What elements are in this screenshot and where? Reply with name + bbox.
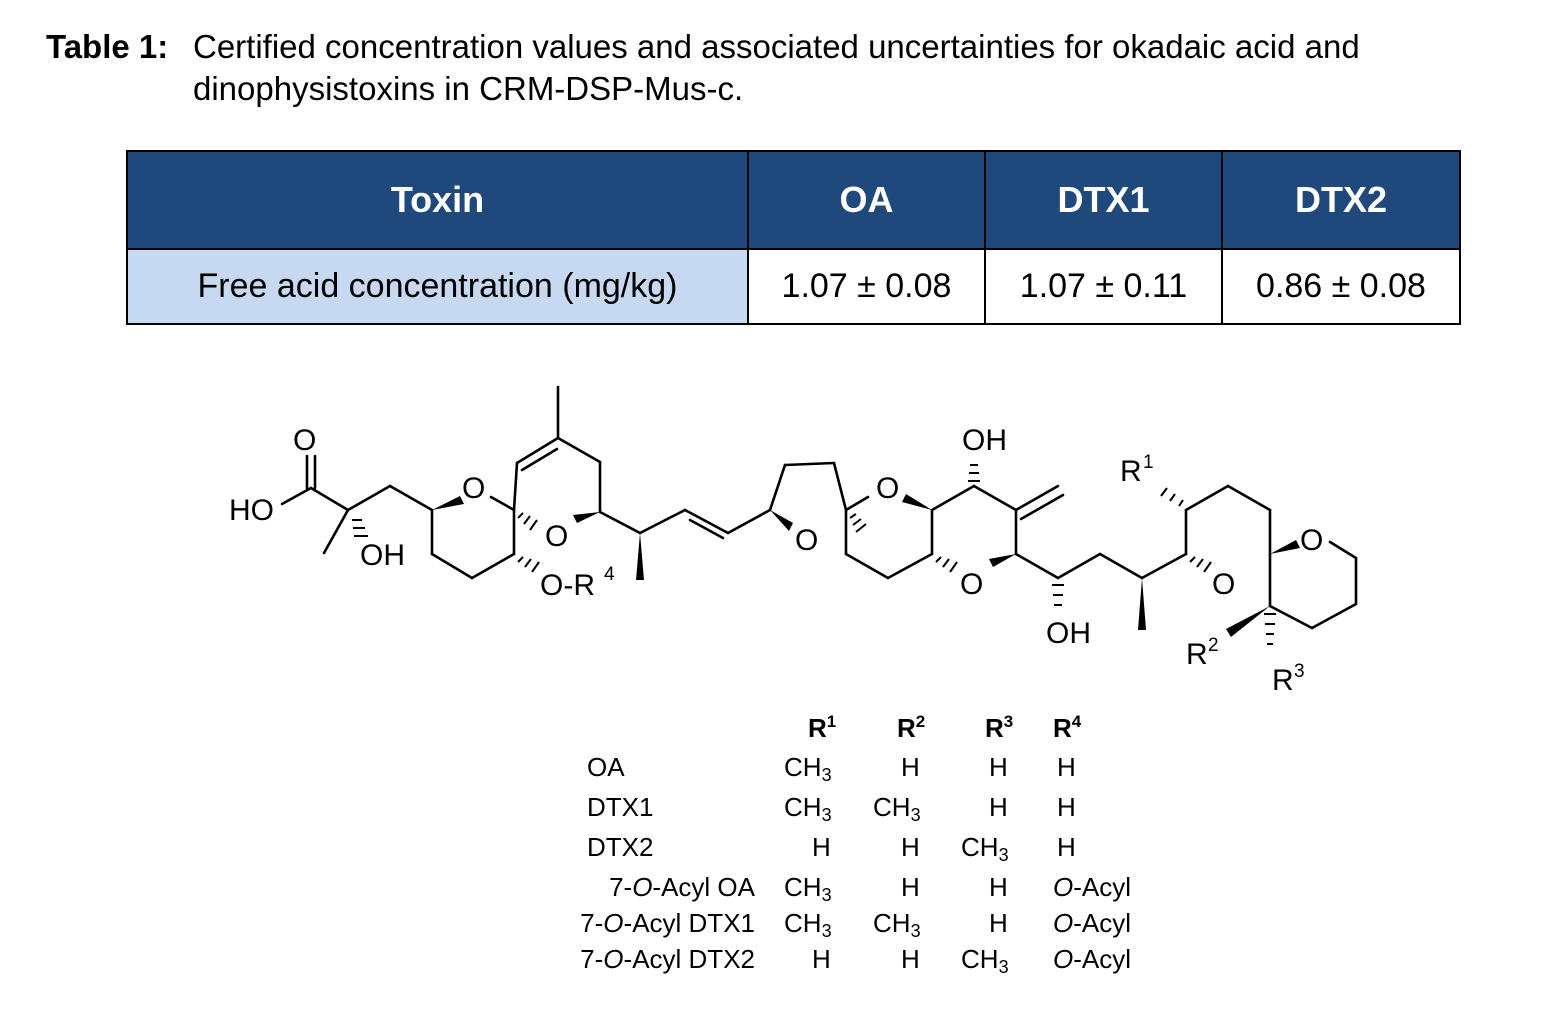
concentration-table: Toxin OA DTX1 DTX2 Free acid concentrati… — [126, 150, 1461, 325]
label-o-ring1: O — [462, 472, 485, 505]
table-header-row: Toxin OA DTX1 DTX2 — [126, 150, 1461, 250]
sub-cell: H — [901, 752, 920, 782]
label-o-ring6: O — [1300, 524, 1323, 557]
sub-cell: CH3 — [784, 792, 832, 825]
structure-atom-labels: O HO OH O O O-R 4 O O OH O OH R 1 O O R … — [229, 424, 1323, 697]
label-r3: R — [1272, 664, 1294, 697]
sub-cell: CH3 — [784, 752, 832, 785]
label-o-ring3: O — [876, 472, 899, 505]
label-o-ring4: O — [960, 568, 983, 601]
sub-cell: H — [989, 908, 1008, 938]
sub-cell: H — [989, 872, 1008, 902]
table-row: Free acid concentration (mg/kg) 1.07 ± 0… — [126, 248, 1461, 325]
value-oa: 1.07 ± 0.08 — [747, 248, 986, 325]
sub-cell: H — [1057, 832, 1076, 862]
sub-cell: CH3 — [873, 792, 921, 825]
sub-cell: O-Acyl — [1053, 944, 1132, 974]
label-o-r4: O-R — [540, 569, 595, 602]
sub-cell: CH3 — [961, 944, 1009, 977]
label-o-thf: O — [795, 524, 818, 557]
sub-cell: H — [901, 872, 920, 902]
sub-cell: O-Acyl — [1053, 908, 1132, 938]
sub-cell: H — [901, 944, 920, 974]
label-o-ring5: O — [1212, 568, 1235, 601]
label-oh-bottom: OH — [1046, 617, 1091, 650]
value-dtx2: 0.86 ± 0.08 — [1221, 248, 1461, 325]
label-ho: HO — [229, 494, 274, 527]
sub-cell: CH3 — [784, 872, 832, 905]
sub-cell: H — [989, 752, 1008, 782]
sub-header-r1: R1 — [808, 712, 837, 743]
sub-row-name: DTX1 — [587, 792, 654, 822]
header-dtx1: DTX1 — [984, 150, 1223, 250]
header-oa: OA — [747, 150, 986, 250]
sub-row-name: 7-O-Acyl DTX1 — [580, 908, 755, 938]
sub-cell: H — [1057, 792, 1076, 822]
sub-cell: CH3 — [961, 832, 1009, 865]
chemical-structure: O HO OH O O O-R 4 O O OH O OH R 1 O O R … — [229, 385, 1358, 697]
sub-row-name: 7-O-Acyl OA — [609, 872, 755, 902]
value-dtx1: 1.07 ± 0.11 — [984, 248, 1223, 325]
structure-bonds — [280, 385, 1358, 630]
label-o-carbonyl: O — [293, 424, 316, 457]
sub-header-r3: R3 — [985, 712, 1014, 743]
structure-wedges — [432, 494, 1300, 637]
label-oh1: OH — [360, 539, 405, 572]
label-o-ring2: O — [545, 520, 568, 553]
label-r4-sup: 4 — [604, 564, 615, 585]
label-r1-sup: 1 — [1143, 452, 1154, 473]
caption-text: Certified concentration values and assoc… — [193, 28, 1360, 107]
sub-cell: O-Acyl — [1053, 872, 1132, 902]
sub-cell: H — [812, 832, 831, 862]
label-r1: R — [1120, 455, 1142, 488]
sub-cell: H — [989, 792, 1008, 822]
sub-cell: H — [901, 832, 920, 862]
sub-header-r4: R4 — [1053, 712, 1082, 743]
sub-header-r2: R2 — [897, 712, 926, 743]
header-toxin: Toxin — [126, 150, 749, 250]
label-r3-sup: 3 — [1294, 661, 1305, 682]
sub-cell: H — [812, 944, 831, 974]
sub-row-name: OA — [587, 752, 625, 782]
caption-label: Table 1: — [46, 28, 169, 65]
sub-row-name: DTX2 — [587, 832, 654, 862]
sub-row-name: 7-O-Acyl DTX2 — [580, 944, 755, 974]
label-r2-sup: 2 — [1208, 635, 1219, 656]
sub-cell: CH3 — [873, 908, 921, 941]
sub-cell: CH3 — [784, 908, 832, 941]
structure-hashes — [352, 464, 1276, 645]
row-label: Free acid concentration (mg/kg) — [126, 248, 749, 325]
label-oh-top: OH — [962, 424, 1007, 457]
sub-cell: H — [1057, 752, 1076, 782]
label-r2: R — [1186, 638, 1208, 671]
header-dtx2: DTX2 — [1221, 150, 1461, 250]
